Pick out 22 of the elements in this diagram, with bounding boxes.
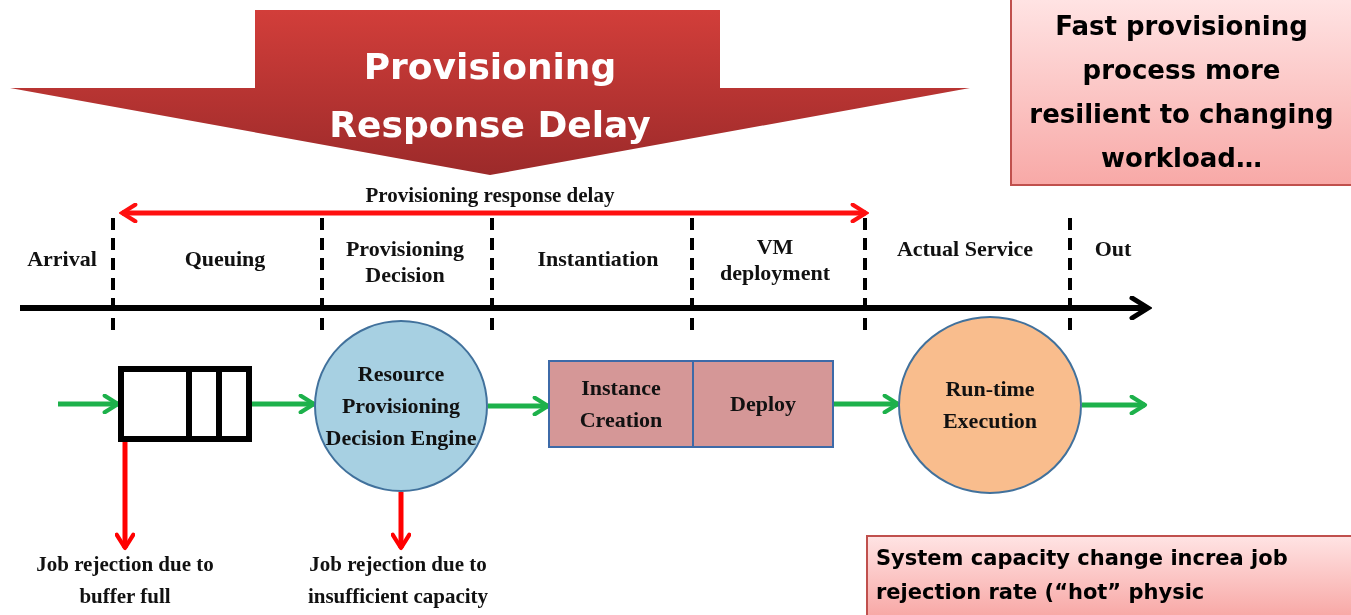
phase-label: VM deployment	[719, 234, 831, 286]
rejection-note: Job rejection due to buffer full	[20, 548, 230, 612]
phase-label: Arrival	[27, 246, 97, 272]
arrow	[390, 492, 412, 551]
banner-arrow	[10, 10, 970, 175]
callout-box: Fast provisioning process more resilient to changing workload…	[1010, 0, 1351, 186]
phase-label: Instantiation	[537, 246, 659, 272]
arrow	[1082, 394, 1148, 416]
process-circle: Run-time Execution	[898, 316, 1082, 494]
process-box: Instance Creation	[548, 360, 694, 448]
phase-label: Queuing	[184, 246, 266, 272]
queue-box	[118, 366, 252, 442]
banner-text: Provisioning Response Delay	[328, 45, 652, 147]
arrow	[114, 442, 136, 551]
callout-box: System capacity change increa job rejection rate (“hot” physic	[866, 535, 1351, 615]
phase-label: Actual Service	[896, 236, 1034, 262]
process-box: Deploy	[692, 360, 834, 448]
dimension-label: Provisioning response delay	[365, 182, 615, 208]
phase-label: Provisioning Decision	[344, 236, 466, 288]
rejection-note: Job rejection due to insufficient capacity	[268, 548, 528, 612]
phase-label: Out	[1094, 236, 1132, 262]
process-circle: Resource Provisioning Decision Engine	[314, 320, 488, 492]
